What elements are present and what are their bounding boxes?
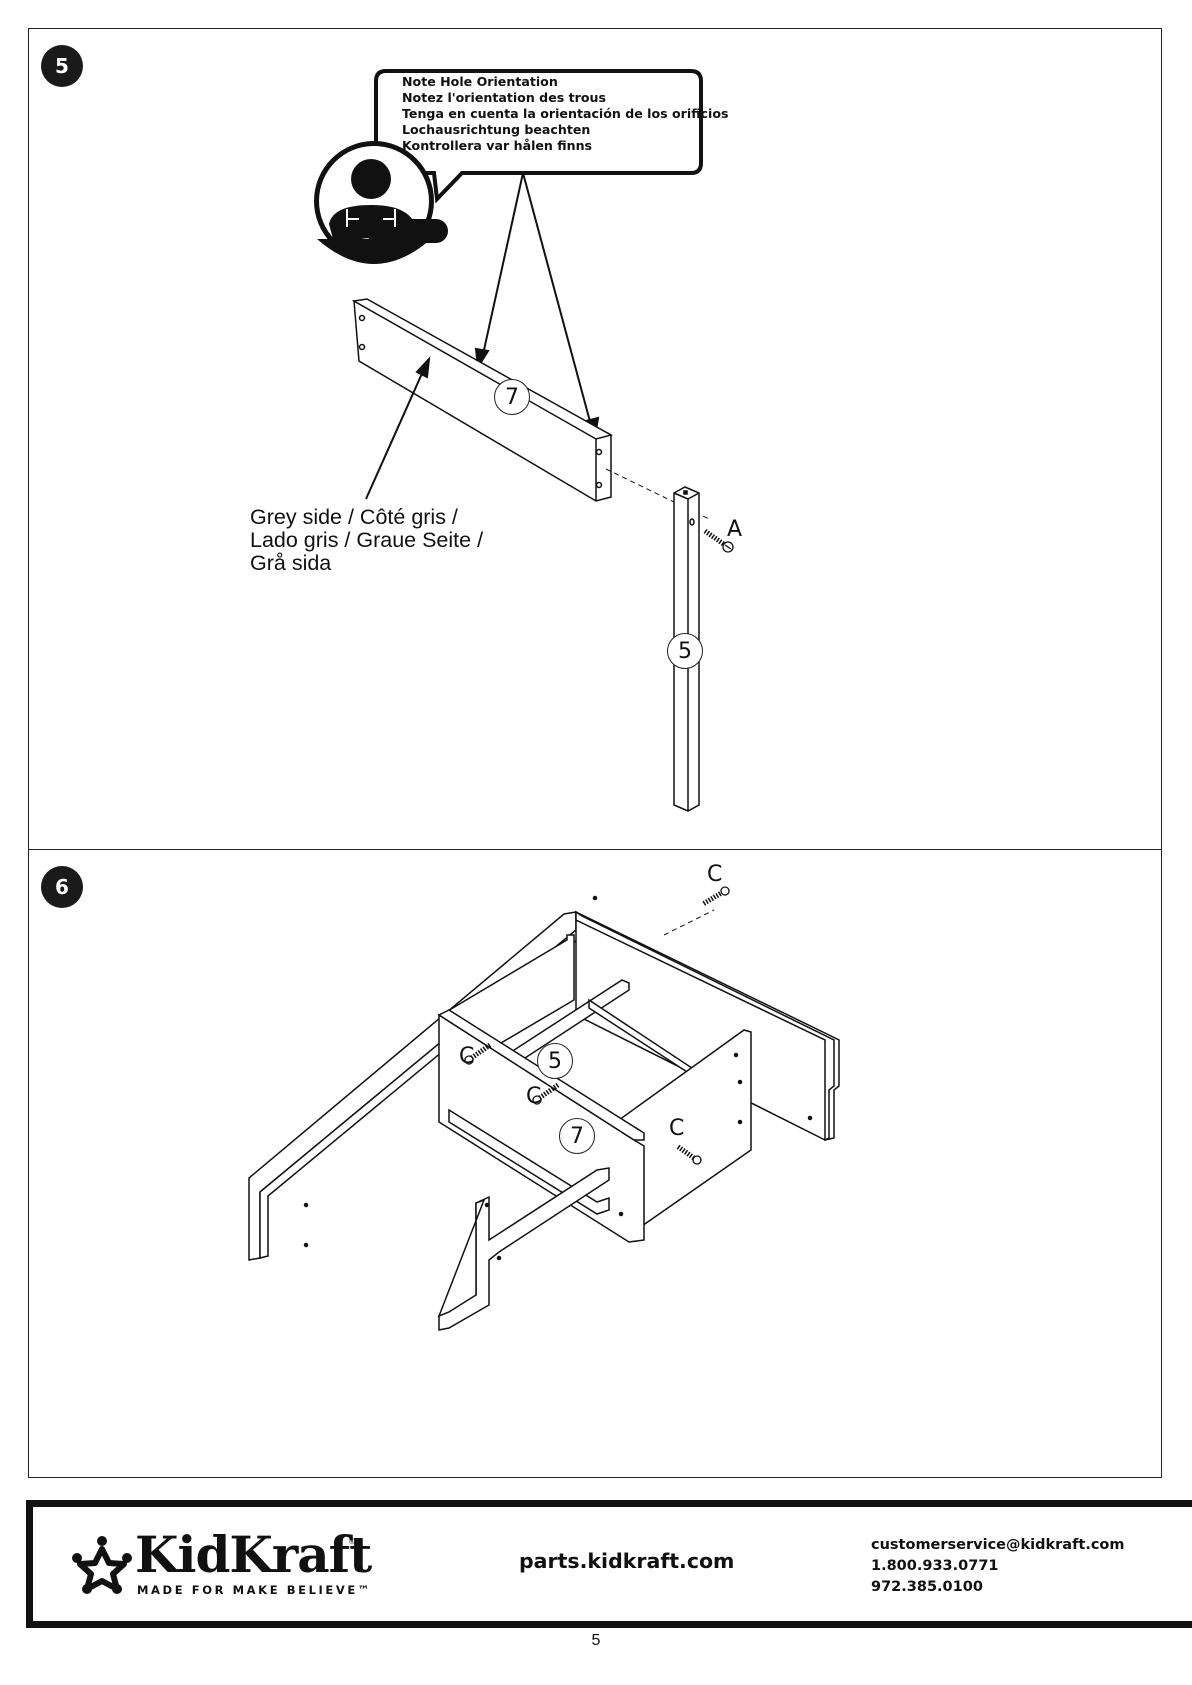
parts-website-link[interactable]: parts.kidkraft.com [519, 1549, 735, 1573]
note-hole-orientation-text: Note Hole Orientation Notez l'orientatio… [402, 74, 729, 179]
step-6-badge: 6 [41, 866, 83, 908]
screws-c-drawing [468, 889, 725, 1161]
grey-side-line-1: Grey side / Côté gris / [250, 505, 458, 529]
hardware-c-label-left: C [459, 1044, 475, 1069]
board-7-drawing [351, 298, 613, 502]
grey-side-label: Grey side / Côté gris / Lado gris / Grau… [250, 506, 483, 575]
grey-side-line-2: Lado gris / Graue Seite / [250, 528, 484, 552]
hardware-a-label: A [727, 517, 743, 542]
step-5-badge: 5 [41, 45, 83, 87]
note-line-es: Tenga en cuenta la orientación de los or… [402, 106, 729, 121]
observer-person-icon [314, 141, 448, 264]
part-5-callout-step6: 5 [537, 1043, 573, 1079]
step-6-illustration [248, 886, 840, 1331]
note-speech-bubble [374, 69, 703, 204]
footer-banner: KidKraft ® MADE FOR MAKE BELIEVE™ parts.… [26, 1500, 1192, 1628]
kidkraft-star-people-icon [72, 1536, 132, 1594]
grey-side-arrow [365, 356, 431, 500]
step-5-panel: 5 [28, 28, 1162, 850]
part-7-callout-step6: 7 [559, 1118, 595, 1154]
bed-frame-assembly [248, 895, 840, 1331]
note-line-sv: Kontrollera var hålen finns [402, 138, 593, 153]
customer-service-email[interactable]: customerservice@kidkraft.com [871, 1537, 1125, 1553]
hardware-c-label-right: C [669, 1116, 685, 1141]
top-c-dashed-line [663, 909, 715, 936]
kidkraft-logo: KidKraft ® MADE FOR MAKE BELIEVE™ [67, 1525, 372, 1607]
step-6-panel: 6 [28, 849, 1162, 1478]
phone-number-1: 1.800.933.0771 [871, 1558, 999, 1574]
contact-info: customerservice@kidkraft.com 1.800.933.0… [871, 1535, 1125, 1598]
phone-number-2: 972.385.0100 [871, 1579, 983, 1595]
alignment-dashed-line [605, 468, 710, 520]
page-number: 5 [591, 1632, 601, 1649]
hardware-c-label-center: C [526, 1084, 542, 1109]
note-line-fr: Notez l'orientation des trous [402, 90, 606, 105]
screw-heads-c [464, 886, 730, 1165]
screw-a-drawing [703, 528, 734, 553]
hardware-c-label-top: C [707, 862, 723, 887]
part-7-callout: 7 [494, 379, 530, 415]
part-5-callout: 5 [667, 633, 703, 669]
step-5-illustration [314, 69, 734, 812]
kidkraft-tagline: MADE FOR MAKE BELIEVE™ [137, 1583, 372, 1597]
note-line-de: Lochausrichtung beachten [402, 122, 591, 137]
grey-side-line-3: Grå sida [250, 551, 332, 575]
kidkraft-wordmark: KidKraft [135, 1525, 372, 1584]
note-line-en: Note Hole Orientation [402, 74, 558, 89]
